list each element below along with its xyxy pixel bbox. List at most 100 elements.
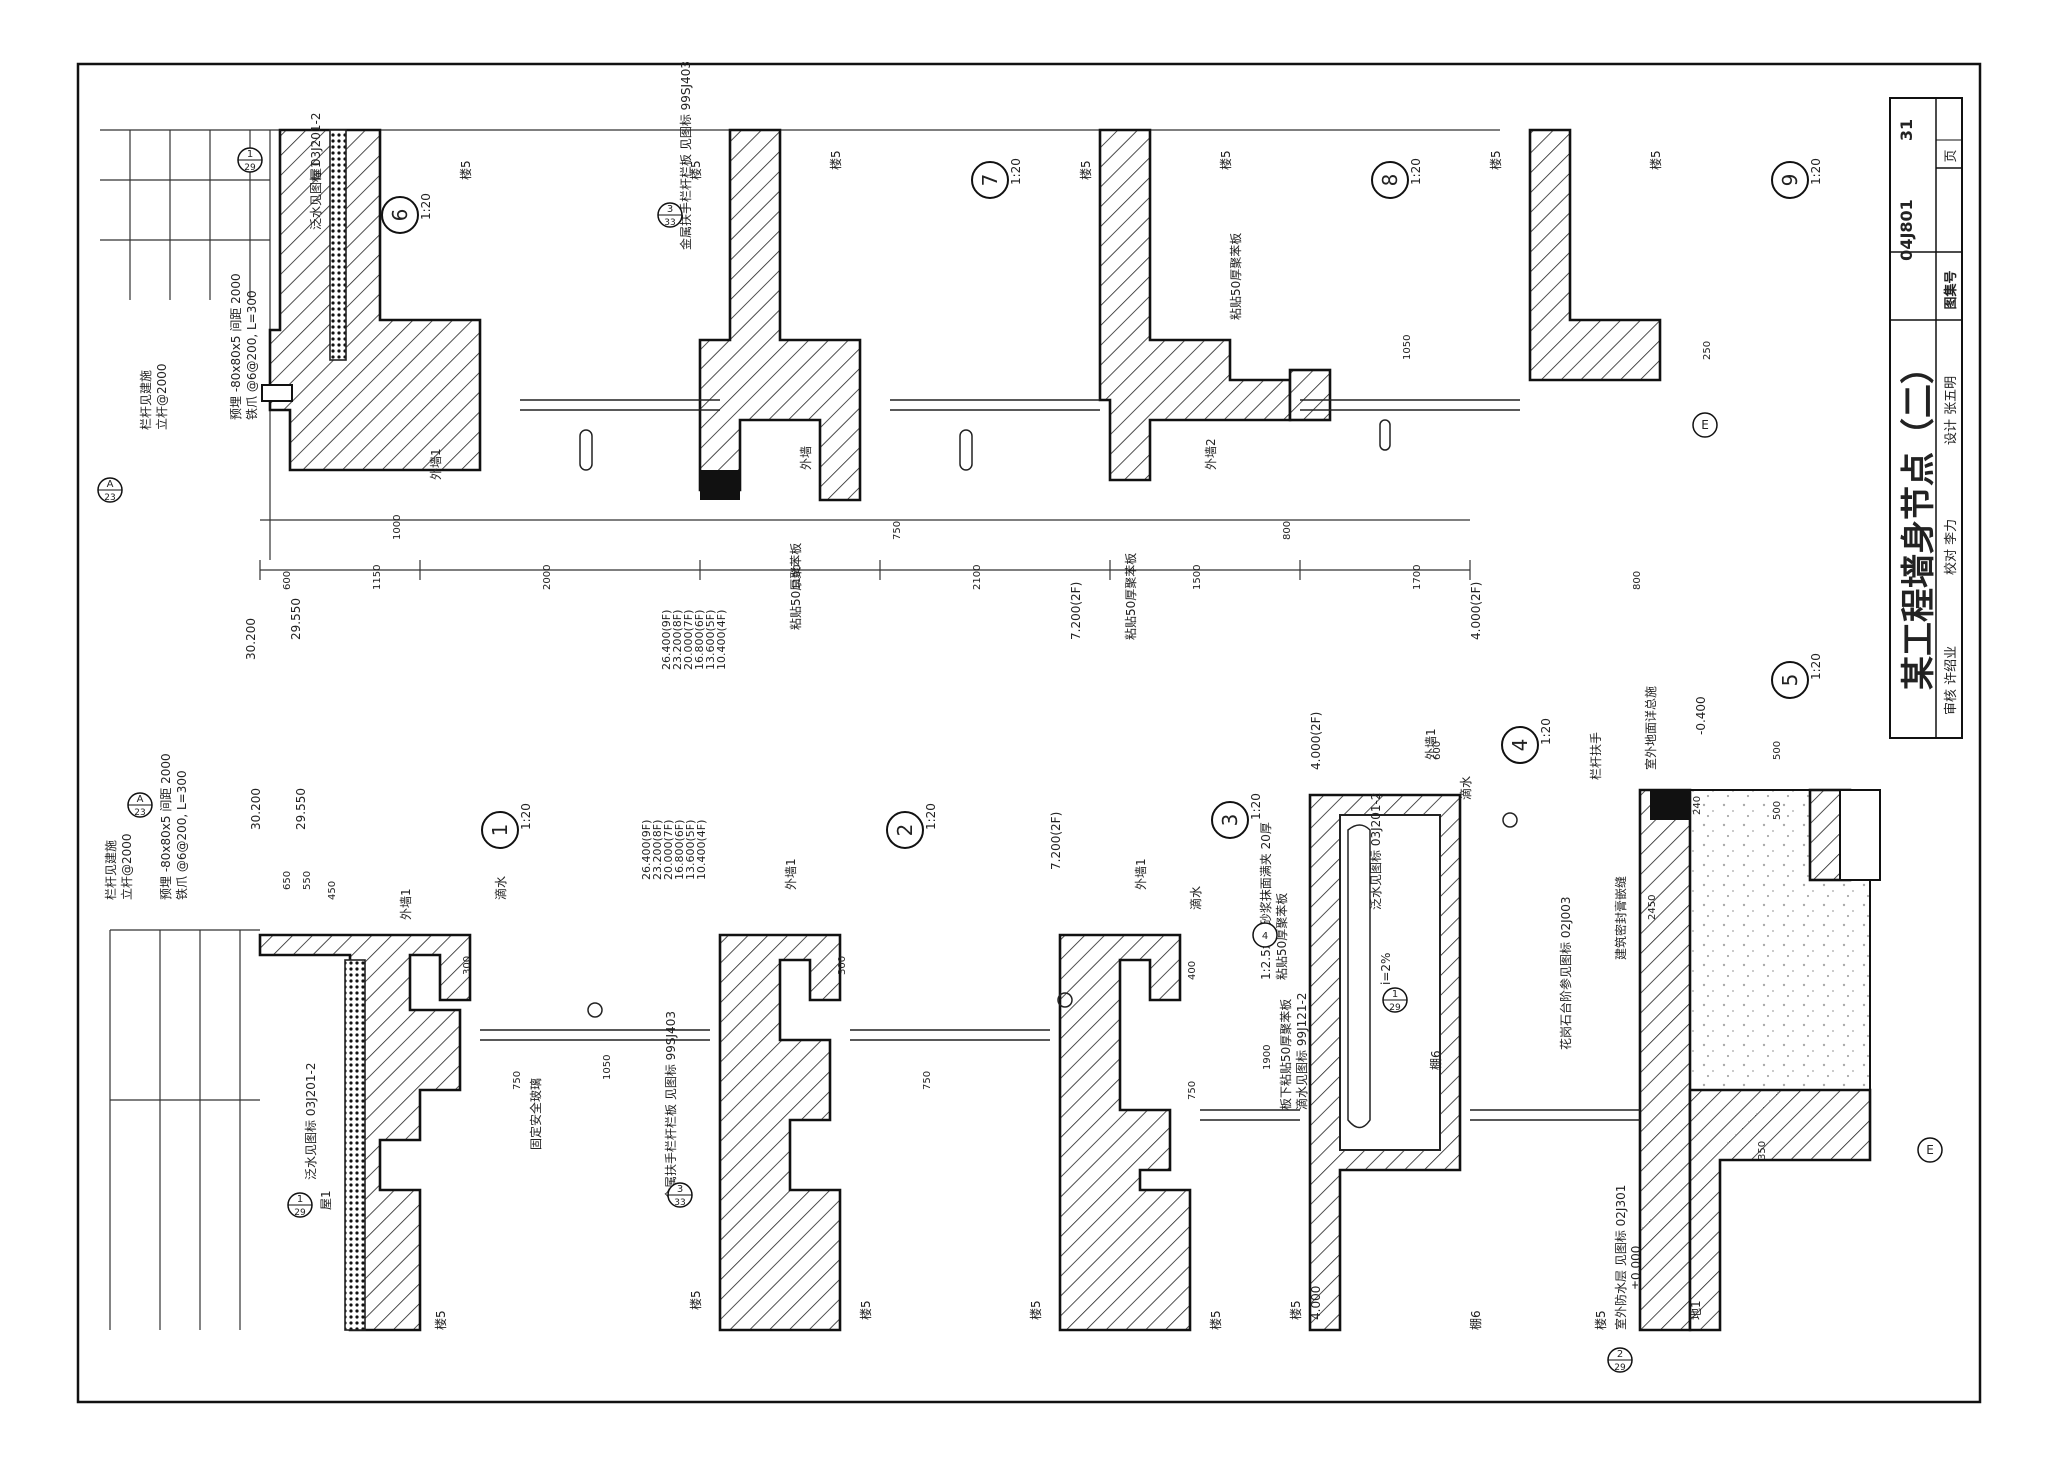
svg-text:600: 600 — [282, 571, 293, 590]
svg-text:400: 400 — [1187, 961, 1198, 980]
svg-text:13.600(5F): 13.600(5F) — [684, 820, 697, 880]
svg-text:E: E — [1701, 418, 1709, 432]
wall-label-3: 外墙1 — [1134, 858, 1148, 890]
svg-text:13.600(5F): 13.600(5F) — [704, 610, 717, 670]
elev-29550: 29.550 — [289, 598, 303, 640]
svg-text:1100: 1100 — [792, 565, 803, 590]
insulation-1 — [344, 959, 366, 1331]
svg-text:2450: 2450 — [1647, 895, 1658, 920]
detail-9-marker: 9 1:20 — [1771, 158, 1823, 199]
svg-text:29: 29 — [1614, 1363, 1626, 1373]
slab-9 — [1528, 128, 1662, 382]
ceiling-label-4: 棚6 — [1468, 1310, 1483, 1330]
elev-4000: 4.000(2F) — [1469, 582, 1483, 640]
elev-30200: 30.200 — [244, 618, 258, 660]
ceiling-label-4b: 棚6 — [1428, 1050, 1443, 1070]
slab-6 — [268, 128, 482, 472]
svg-text:26.400(9F): 26.400(9F) — [660, 610, 673, 670]
detail-4-number: 4 — [1508, 739, 1532, 752]
note-eps-8: 粘贴50厚聚苯板 — [1228, 233, 1243, 320]
page-label: 页 — [1944, 149, 1959, 162]
atlas-label: 图集号 — [1943, 270, 1959, 309]
note-soffit-drip: 滴水见图标 99J121-2 — [1294, 993, 1309, 1111]
detail-4-marker: 4 1:20 — [1501, 718, 1553, 764]
floor-label-3b: 楼5 — [1208, 1310, 1223, 1330]
elev-7200-lower: 7.200(2F) — [1049, 812, 1063, 870]
note-stone-ref: 花岗石台阶参见图标 02J003 — [1558, 896, 1573, 1050]
floor-elevations-lower: 26.400(9F) 23.200(8F) 20.000(7F) 16.800(… — [640, 820, 708, 880]
detail-8-marker: 8 1:20 — [1371, 158, 1423, 199]
note-drip-3: 滴水 — [1188, 886, 1203, 910]
svg-text:500: 500 — [1772, 741, 1783, 760]
svg-text:A: A — [137, 794, 144, 805]
svg-text:550: 550 — [302, 871, 313, 890]
check-label: 校对 李力 — [1943, 519, 1959, 575]
slab-3 — [1058, 933, 1192, 1332]
wall-label-8: 外墙2 — [1204, 438, 1218, 470]
elev-minus-0400: -0.400 — [1694, 696, 1708, 735]
elev-4000b: 4.000 — [1309, 1286, 1323, 1320]
detail-2-scale: 1:20 — [924, 803, 938, 830]
svg-text:600: 600 — [1432, 741, 1443, 760]
upper-strip: 6 1:20 7 1:20 8 1:20 9 1:20 栏杆见建施 立杆@200… — [97, 61, 1823, 670]
svg-text:750: 750 — [922, 1071, 933, 1090]
axis-E-lower: E — [1917, 1137, 1943, 1163]
svg-text:300: 300 — [837, 956, 848, 975]
floor-label-1: 楼5 — [433, 1310, 448, 1330]
detail-1-marker: 1 1:20 — [481, 803, 533, 849]
axis-E-upper: E — [1692, 412, 1718, 438]
note-steel-bar: 预埋 -80x80x5 间距 2000 — [229, 273, 243, 420]
ref-bubble-4-lower: 4 — [1252, 922, 1278, 948]
detail-5-number: 5 — [1778, 674, 1802, 687]
svg-text:23.200(8F): 23.200(8F) — [651, 820, 664, 880]
note-flashing-6: 泛水见图标 03J201-2 — [309, 113, 323, 231]
svg-text:26.400(9F): 26.400(9F) — [640, 820, 653, 880]
wall-label-2: 外墙1 — [784, 858, 798, 890]
note-flashing-1: 泛水见图标 03J201-2 — [304, 1063, 318, 1181]
floor-label-5: 楼5 — [1593, 1310, 1608, 1330]
svg-text:1150: 1150 — [372, 565, 383, 590]
detail-3-marker: 3 1:20 — [1211, 793, 1263, 839]
svg-text:800: 800 — [1282, 521, 1293, 540]
svg-text:750: 750 — [892, 521, 903, 540]
floor-label-8b: 楼5 — [1218, 150, 1233, 170]
svg-text:3: 3 — [667, 204, 673, 215]
svg-text:750: 750 — [1187, 1081, 1198, 1100]
floor-label-6: 楼5 — [458, 160, 473, 180]
svg-text:1: 1 — [247, 149, 253, 160]
detail-6-scale: 1:20 — [419, 193, 433, 220]
note-railing-spacing-lower: 立杆@2000 — [119, 833, 134, 900]
detail-2-number: 2 — [893, 824, 917, 837]
svg-text:1500: 1500 — [1192, 565, 1203, 590]
ground-label-5: 地1 — [1689, 1300, 1703, 1320]
svg-text:29: 29 — [244, 163, 256, 173]
svg-text:10.400(4F): 10.400(4F) — [715, 610, 728, 670]
note-handrail: 栏杆扶手 — [1588, 732, 1603, 780]
elev-zero: ±0.000 — [1629, 1246, 1643, 1290]
detail-7-number: 7 — [978, 174, 1002, 187]
svg-text:29: 29 — [1389, 1003, 1401, 1013]
ref-bubble-1-upper: 1 29 — [237, 147, 263, 173]
svg-text:800: 800 — [1632, 571, 1643, 590]
elev-29550-lower: 29.550 — [294, 788, 308, 830]
page-number: 31 — [1897, 119, 1916, 141]
detail-8-number: 8 — [1378, 174, 1402, 187]
detail-5-scale: 1:20 — [1809, 653, 1823, 680]
note-flashing-4: 泛水见图标 03J201-2 — [1369, 793, 1383, 911]
svg-text:1700: 1700 — [1412, 565, 1423, 590]
note-railing-spacing: 立杆@2000 — [154, 363, 169, 430]
svg-text:20.000(7F): 20.000(7F) — [662, 820, 675, 880]
detail-7-marker: 7 1:20 — [971, 158, 1023, 199]
note-railing-ref: 栏杆见建施 — [138, 370, 153, 430]
dim-row-upper — [259, 519, 1471, 580]
svg-text:10.400(4F): 10.400(4F) — [695, 820, 708, 880]
svg-text:750: 750 — [512, 1071, 523, 1090]
detail-3-number: 3 — [1218, 814, 1242, 827]
note-eps-7: 粘贴50厚聚苯板 — [788, 543, 803, 630]
note-metal-sill: 金属扶手栏杆栏板 见图标 99SJ403 — [678, 61, 693, 250]
svg-text:E: E — [1926, 1143, 1934, 1157]
floor-label-4: 楼5 — [1288, 1300, 1303, 1320]
floor-label-8: 楼5 — [1078, 160, 1093, 180]
svg-text:33: 33 — [674, 1198, 685, 1208]
